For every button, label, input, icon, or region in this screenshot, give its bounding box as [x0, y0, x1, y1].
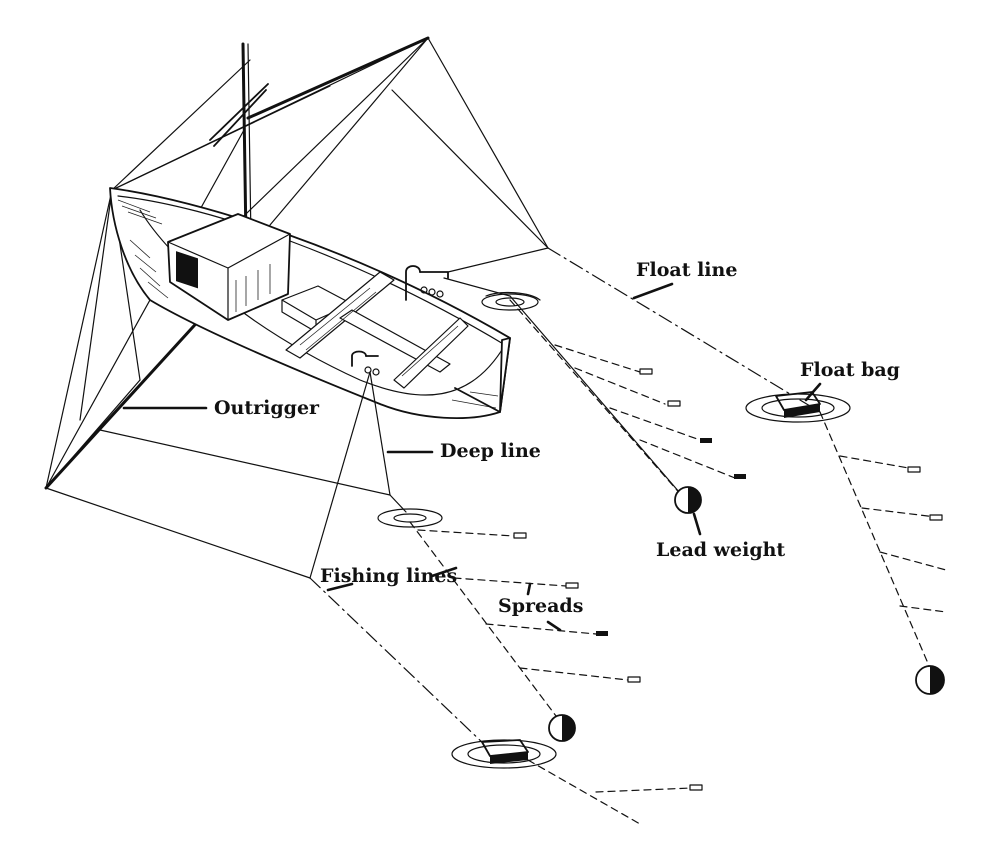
label-float-line: Float line — [636, 259, 737, 281]
float-line — [547, 247, 801, 401]
mast — [241, 42, 248, 242]
label-lead-weight: Lead weight — [656, 539, 785, 561]
line-holder-aft — [405, 265, 421, 301]
rigging — [44, 36, 430, 579]
spar — [209, 83, 269, 141]
label-fishing-lines: Fishing lines — [320, 565, 457, 587]
thwart-3 — [393, 317, 469, 389]
float-line-system-right — [391, 37, 801, 514]
line-holder-fore — [351, 350, 367, 367]
label-outrigger: Outrigger — [214, 397, 320, 419]
fishing-lines-system — [309, 371, 703, 825]
spreads-right — [554, 344, 746, 479]
thwart-1 — [285, 271, 395, 359]
label-spreads: Spreads — [498, 595, 583, 617]
labels: Float line Float bag Outrigger Deep line… — [122, 259, 900, 632]
spreads-lower — [417, 529, 641, 683]
label-deep-line: Deep line — [440, 440, 541, 462]
boat — [109, 187, 511, 420]
float-bag-system — [745, 391, 947, 695]
cabin-window — [176, 251, 198, 289]
outrigger-pole-lower — [44, 303, 215, 490]
float-line-lower — [309, 577, 487, 747]
outrigger-pole-upper — [246, 36, 430, 120]
label-float-bag: Float bag — [800, 359, 900, 381]
